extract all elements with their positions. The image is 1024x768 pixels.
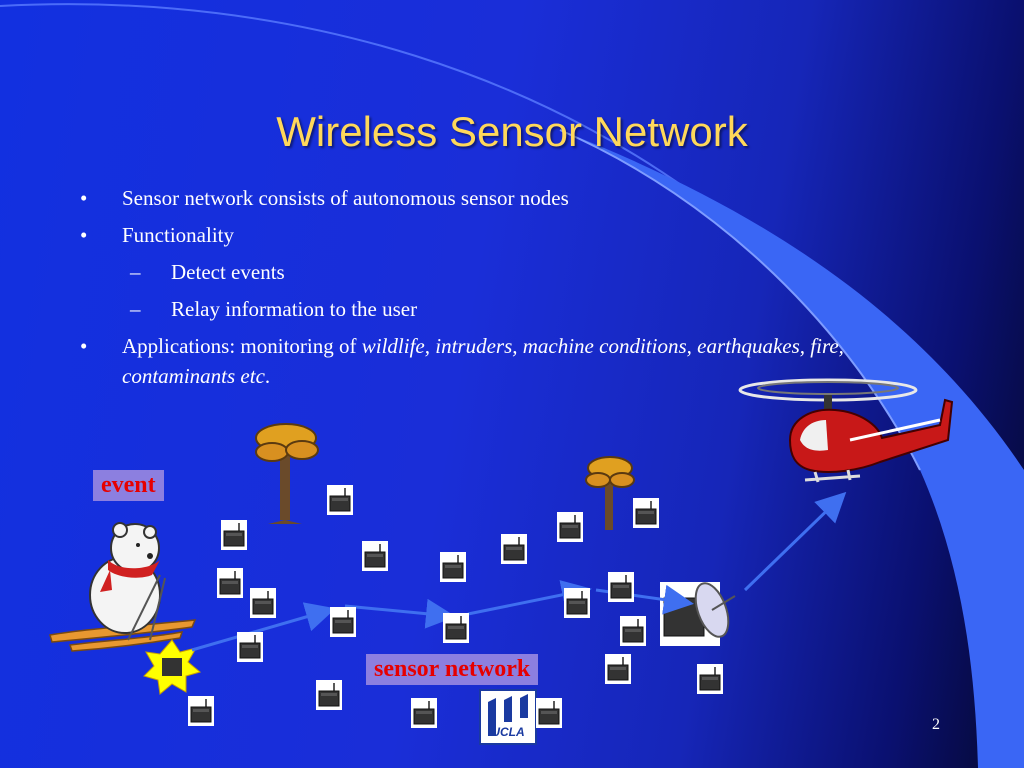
sensor-node-icon — [440, 552, 466, 582]
sensor-node-icon — [237, 632, 263, 662]
sensor-node-icon — [501, 534, 527, 564]
tree-icon — [585, 456, 635, 530]
event-sensor-icon — [143, 639, 202, 695]
sensor-node-icon — [250, 588, 276, 618]
bullet-text-italic: wildlife, intruders, machine conditions,… — [122, 334, 844, 388]
sensor-network-label: sensor network — [366, 654, 539, 685]
sensor-node-icon — [362, 541, 388, 571]
sensor-node-icon — [564, 588, 590, 618]
sub-bullet-item: Relay information to the user — [80, 294, 860, 324]
bullet-item: Sensor network consists of autonomous se… — [80, 183, 860, 213]
svg-text:UCLA: UCLA — [491, 725, 524, 739]
sensor-node-icon — [411, 698, 437, 728]
bullet-text: Applications: monitoring of — [122, 334, 362, 358]
sensor-node-icon — [605, 654, 631, 684]
sensor-node-icon — [697, 664, 723, 694]
sensor-node-icon — [217, 568, 243, 598]
sensor-node-icon — [316, 680, 342, 710]
slide-title: Wireless Sensor Network — [276, 108, 748, 155]
sensor-node-icon — [221, 520, 247, 550]
sub-bullet-item: Detect events — [80, 257, 860, 287]
slide-number: 2 — [932, 716, 940, 733]
sensor-node-icon — [633, 498, 659, 528]
sensor-node-icon — [557, 512, 583, 542]
sensor-node-icon — [620, 616, 646, 646]
gateway-icon — [660, 582, 736, 646]
sensor-node-icon — [188, 696, 214, 726]
sensor-node-icon — [327, 485, 353, 515]
ucla-logo: UCLA — [479, 689, 537, 745]
bullet-item: Functionality — [80, 220, 860, 250]
sensor-node-icon — [608, 572, 634, 602]
bullet-list: Sensor network consists of autonomous se… — [80, 183, 860, 398]
polar-bear-icon — [49, 522, 197, 652]
bullet-item: Applications: monitoring of wildlife, in… — [80, 331, 860, 391]
event-label: event — [93, 470, 164, 501]
sensor-node-icon — [536, 698, 562, 728]
tree-icon — [255, 423, 319, 524]
sensor-node-icon — [330, 607, 356, 637]
bullet-text: . — [264, 364, 271, 388]
sensor-node-icon — [443, 613, 469, 643]
